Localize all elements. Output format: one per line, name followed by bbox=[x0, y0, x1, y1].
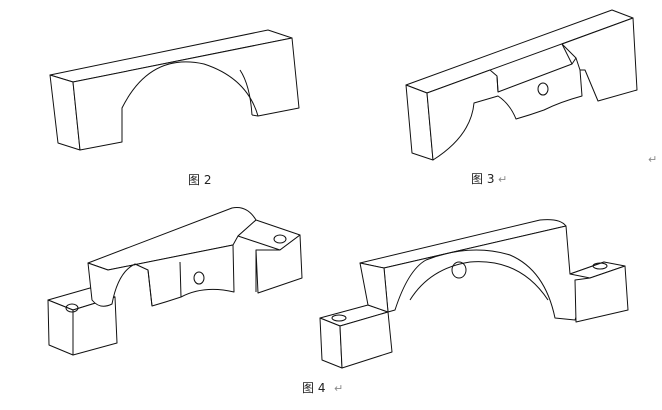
fig4r-front-face bbox=[383, 225, 619, 321]
return-mark: ↵ bbox=[498, 173, 507, 186]
fig4l-edge bbox=[147, 269, 153, 307]
fig3-edge bbox=[575, 57, 581, 71]
fig4l-hole bbox=[193, 271, 205, 285]
fig4r-left-tab-front bbox=[339, 311, 393, 369]
fig4l-edge bbox=[179, 261, 182, 298]
fig2-edge bbox=[251, 114, 259, 117]
fig4l-right-tab-hole bbox=[273, 234, 287, 244]
fig4l-top-face bbox=[87, 207, 257, 271]
caption-figure-4: 图 4 bbox=[302, 381, 325, 395]
figure-4-left-drawing bbox=[47, 207, 303, 356]
figure-4-right-drawing bbox=[319, 219, 629, 369]
fig2-front-face bbox=[72, 37, 300, 151]
fig2-arch-inner-edge bbox=[239, 69, 253, 116]
fig3-edge bbox=[561, 43, 573, 65]
fig4l-right-tab-front bbox=[255, 234, 303, 294]
fig4r-hole bbox=[451, 261, 467, 279]
figure-3-drawing bbox=[405, 9, 638, 161]
fig4r-right-tab-hole bbox=[592, 262, 608, 270]
return-mark: ↵ bbox=[648, 153, 657, 166]
fig4r-right-tab-front bbox=[574, 265, 629, 323]
fig4l-left-tab-hole bbox=[65, 303, 79, 313]
fig4l-left-tab-side bbox=[47, 299, 74, 356]
return-mark: ↵ bbox=[334, 382, 343, 395]
caption-figure-2: 图 2 bbox=[188, 173, 211, 187]
fig3-front-face bbox=[426, 17, 638, 161]
fig4r-arch-inner-edge bbox=[409, 261, 549, 301]
figure-2-drawing bbox=[49, 29, 300, 151]
caption-figure-3: 图 3 bbox=[471, 172, 494, 186]
fig4r-left-leg bbox=[359, 262, 389, 313]
fig4r-left-tab-hole bbox=[331, 314, 347, 322]
fig3-hole bbox=[537, 82, 549, 96]
fig4r-left-tab-side bbox=[319, 317, 343, 369]
fig3-edge bbox=[496, 75, 499, 93]
